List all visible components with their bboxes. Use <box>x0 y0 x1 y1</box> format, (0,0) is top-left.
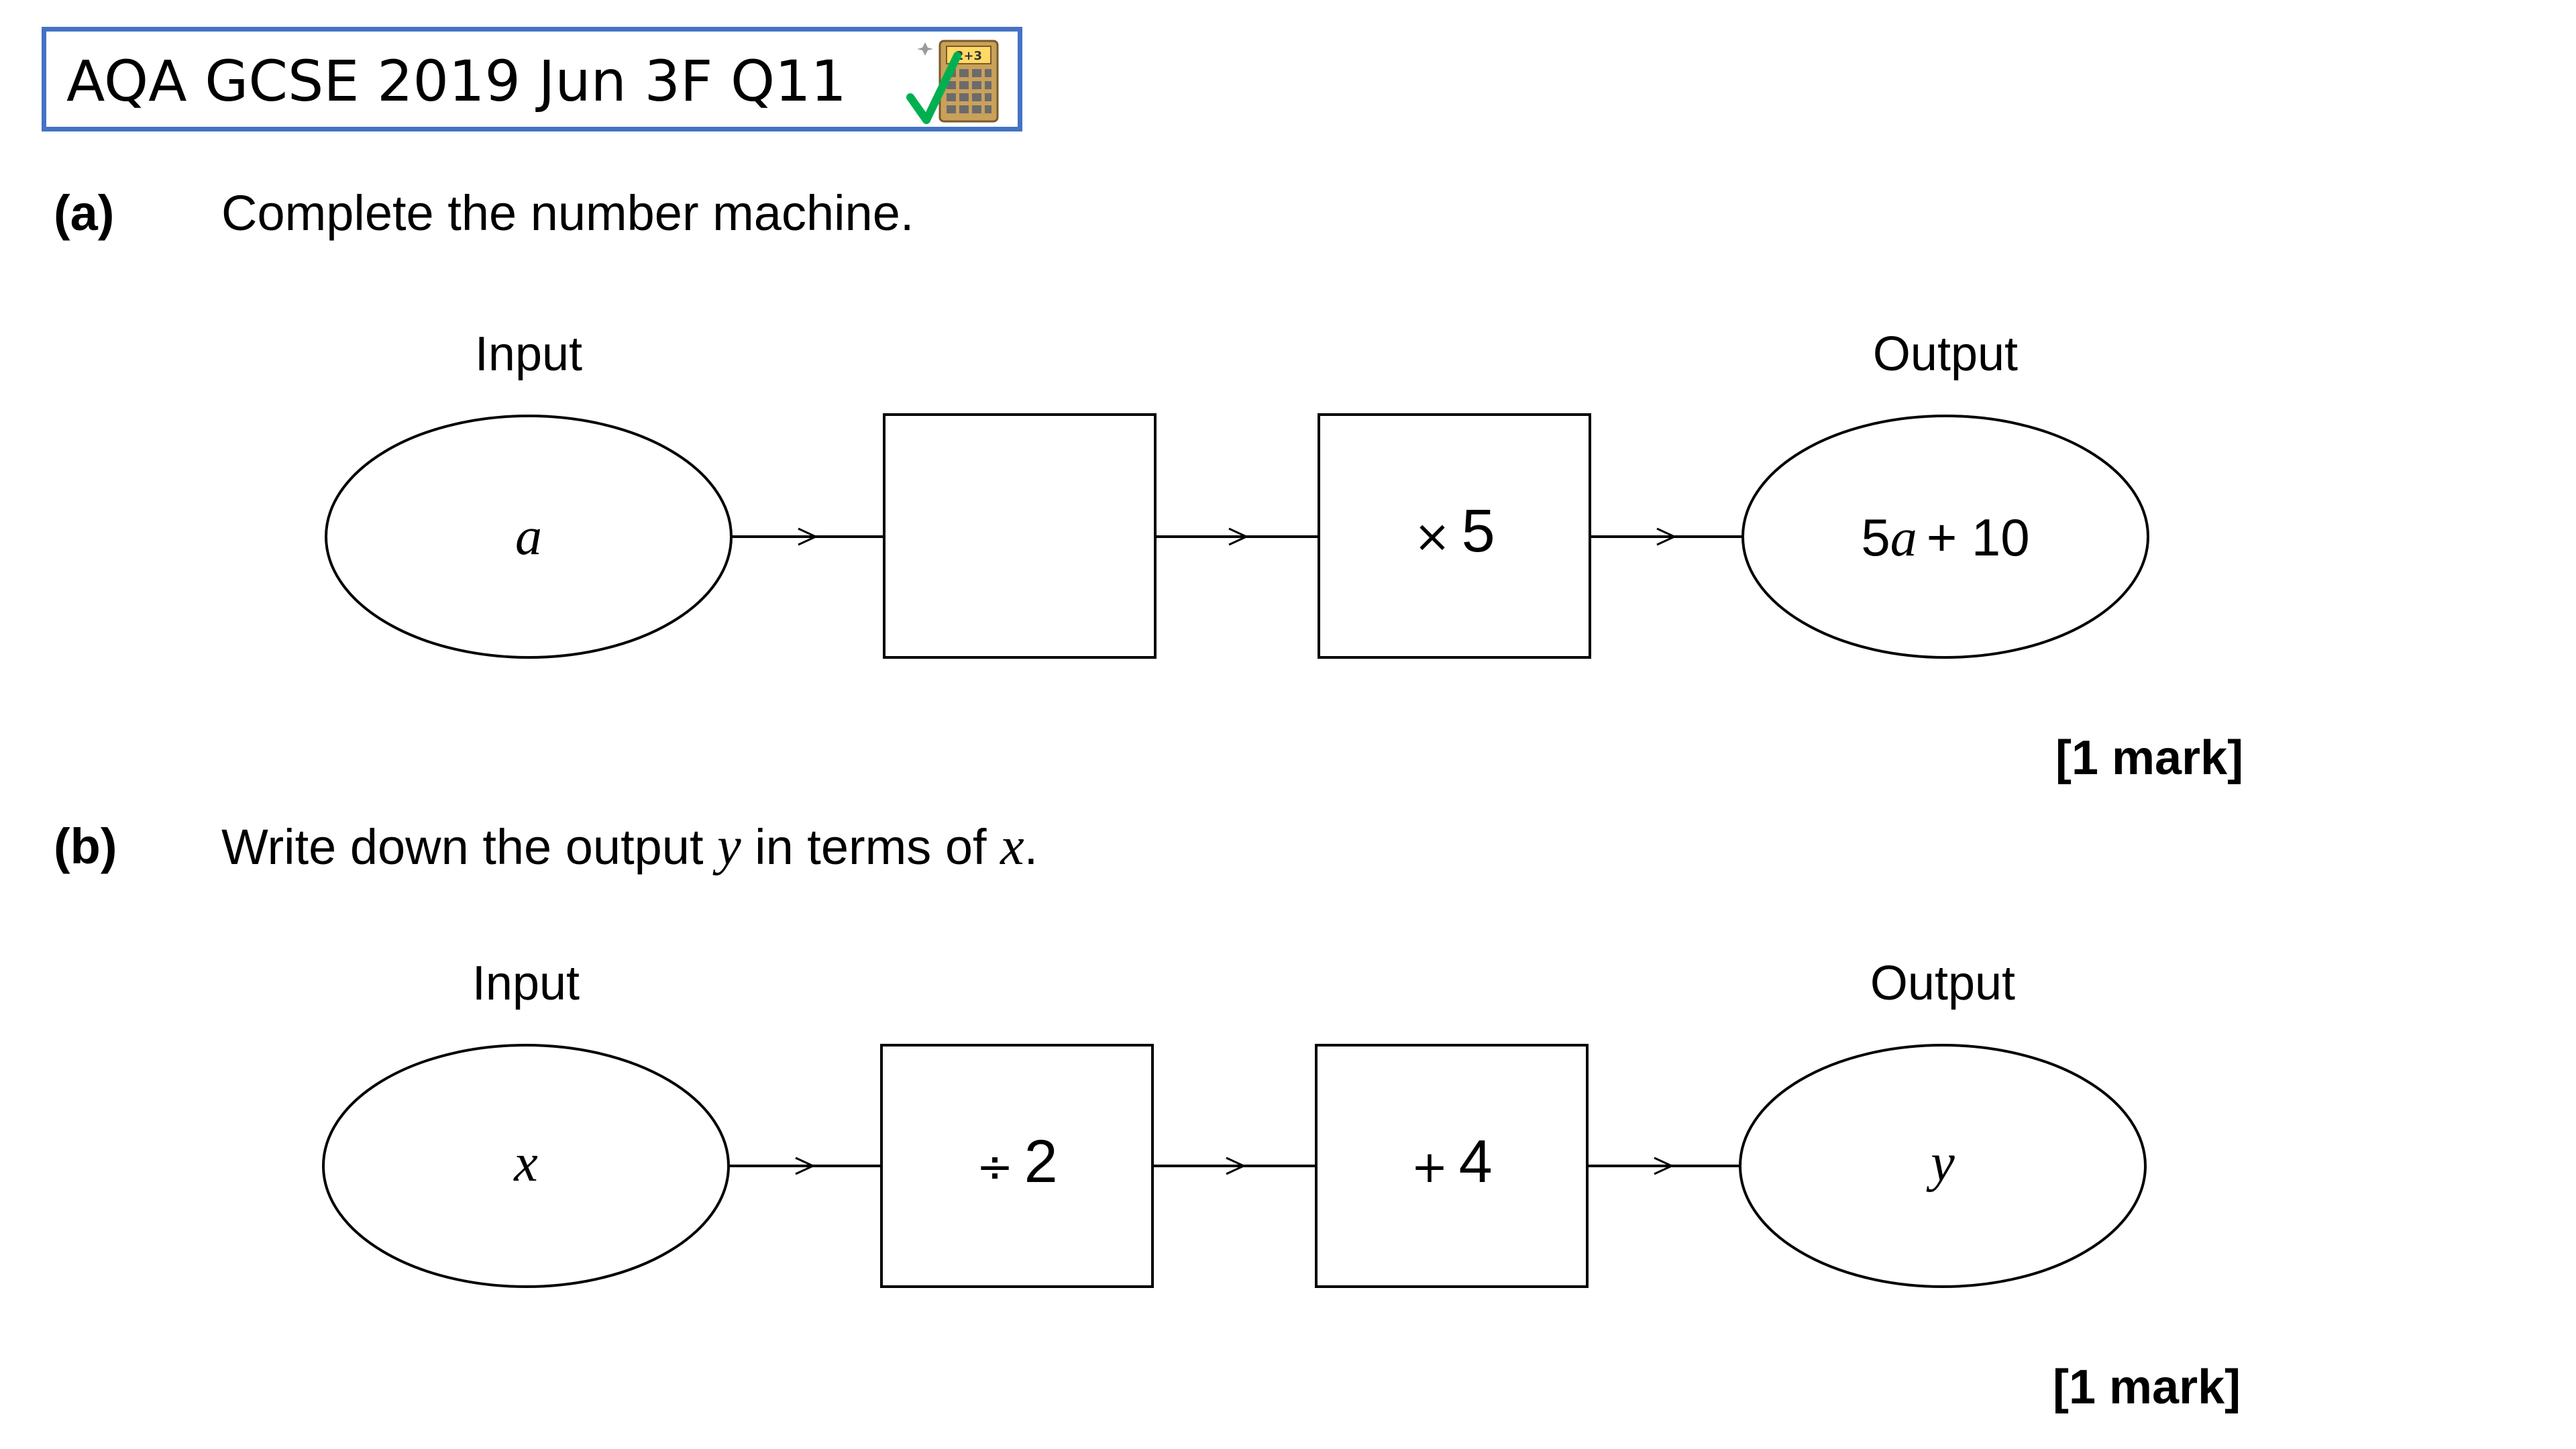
part-a-marks: [1 mark] <box>2055 731 2244 785</box>
part-b-input-value: x <box>513 1134 538 1193</box>
part-a-input-value: a <box>515 507 542 566</box>
part-b-question: Write down the output y in terms of x. <box>221 820 1038 874</box>
part-b-divide-operation: ÷2 <box>976 1128 1057 1195</box>
part-a-question: Complete the number machine. <box>221 185 914 241</box>
calculator-allowed-icon: 2+3 <box>906 40 999 124</box>
part-a-output-rest: + 10 <box>1927 508 2030 567</box>
question-title: AQA GCSE 2019 Jun 3F Q11 <box>66 48 847 114</box>
part-a-answer-box[interactable] <box>883 413 1157 659</box>
question-title-box: AQA GCSE 2019 Jun 3F Q11 2+3 <box>42 27 1022 131</box>
part-b-question-prefix: Write down the output <box>221 819 704 875</box>
part-b-question-var-y: y <box>717 817 741 876</box>
part-b-output-oval <box>1739 1044 2147 1288</box>
part-b-marks: [1 mark] <box>2053 1360 2241 1414</box>
part-b-question-suffix: . <box>1024 819 1038 875</box>
part-a-output-oval <box>1741 415 2149 659</box>
calculator-display-text: 2+3 <box>955 49 982 63</box>
part-a-times-symbol: × <box>1413 511 1450 562</box>
part-b-question-var-x: x <box>1000 817 1024 876</box>
part-a-output-coeff: 5 <box>1861 508 1890 567</box>
part-b-add-box <box>1315 1044 1589 1288</box>
part-a-output-var: a <box>1890 508 1917 568</box>
part-a-label: (a) <box>54 185 115 241</box>
part-a-number-machine: Input Output a ×5 5a+ 10 <box>325 327 2149 659</box>
part-a-times-number: 5 <box>1462 498 1495 565</box>
part-b-label: (b) <box>54 818 117 874</box>
part-b-output-value: y <box>1926 1134 1955 1193</box>
part-b-question-mid: in terms of <box>755 819 987 875</box>
part-a-output-value: 5a+ 10 <box>1861 508 2029 568</box>
part-b-add-number: 4 <box>1459 1128 1493 1195</box>
part-b-number-machine: Input Output x ÷2 +4 y <box>322 957 2147 1288</box>
part-b-output-label: Output <box>1870 957 2015 1010</box>
part-b-divide-symbol: ÷ <box>976 1141 1013 1193</box>
part-b-divide-number: 2 <box>1024 1128 1058 1195</box>
part-b-input-label: Input <box>472 957 580 1010</box>
part-a-times-box <box>1318 413 1591 659</box>
part-a-output-label: Output <box>1873 327 2018 381</box>
part-b-add-operation: +4 <box>1411 1128 1492 1195</box>
part-a-times-operation: ×5 <box>1413 498 1495 565</box>
part-a-input-label: Input <box>475 327 582 381</box>
part-b-divide-box <box>880 1044 1154 1288</box>
part-b-add-symbol: + <box>1411 1141 1448 1193</box>
